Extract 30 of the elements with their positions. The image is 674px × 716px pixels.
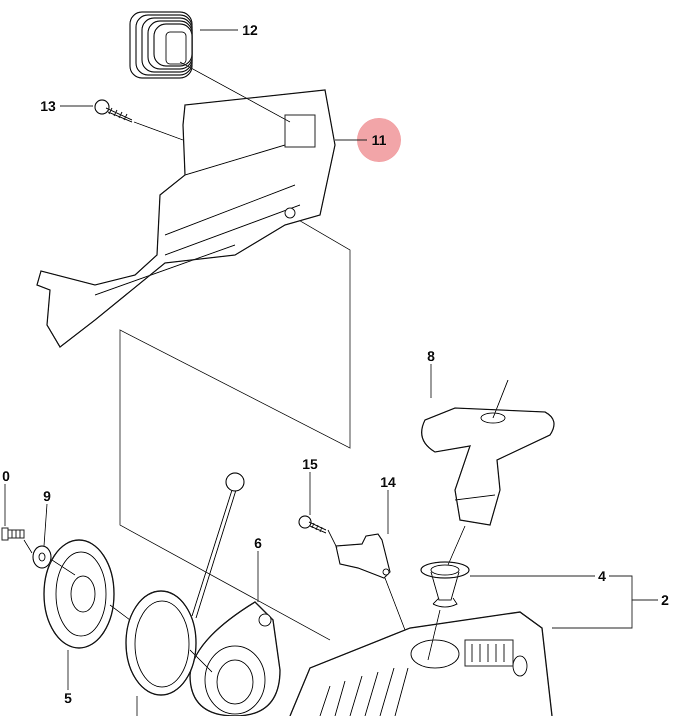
assembly-line — [190, 650, 212, 672]
callout-number: 0 — [0, 468, 12, 484]
callout-number: 11 — [367, 132, 391, 148]
assembly-line — [428, 610, 440, 660]
assembly-line — [608, 576, 658, 600]
assembly-line — [448, 526, 466, 566]
leader-line — [136, 696, 138, 716]
callout-number: 5 — [61, 690, 75, 706]
assembly-line — [52, 560, 76, 576]
callout-number: 12 — [238, 22, 262, 38]
assembly-line — [180, 62, 290, 122]
assembly-line — [110, 604, 130, 620]
spring-ring-drawing — [124, 588, 198, 696]
leader-line — [44, 504, 48, 546]
callout-number: 9 — [40, 488, 54, 504]
callout-number: 2 — [658, 592, 672, 608]
callout-number: 8 — [424, 348, 438, 364]
assembly-line — [384, 578, 406, 630]
pulley-drawing — [42, 538, 116, 650]
callout-number: 4 — [595, 568, 609, 584]
leader-line — [430, 364, 432, 398]
assembly-line — [328, 530, 338, 548]
callout-number: 14 — [377, 474, 399, 490]
callout-number: 13 — [36, 98, 60, 114]
leader-line — [4, 484, 6, 526]
callout-number: 15 — [299, 456, 321, 472]
assembly-line — [134, 122, 184, 140]
callout-number: 6 — [251, 535, 265, 551]
washer-drawing — [30, 545, 54, 569]
assembly-line — [24, 540, 32, 554]
